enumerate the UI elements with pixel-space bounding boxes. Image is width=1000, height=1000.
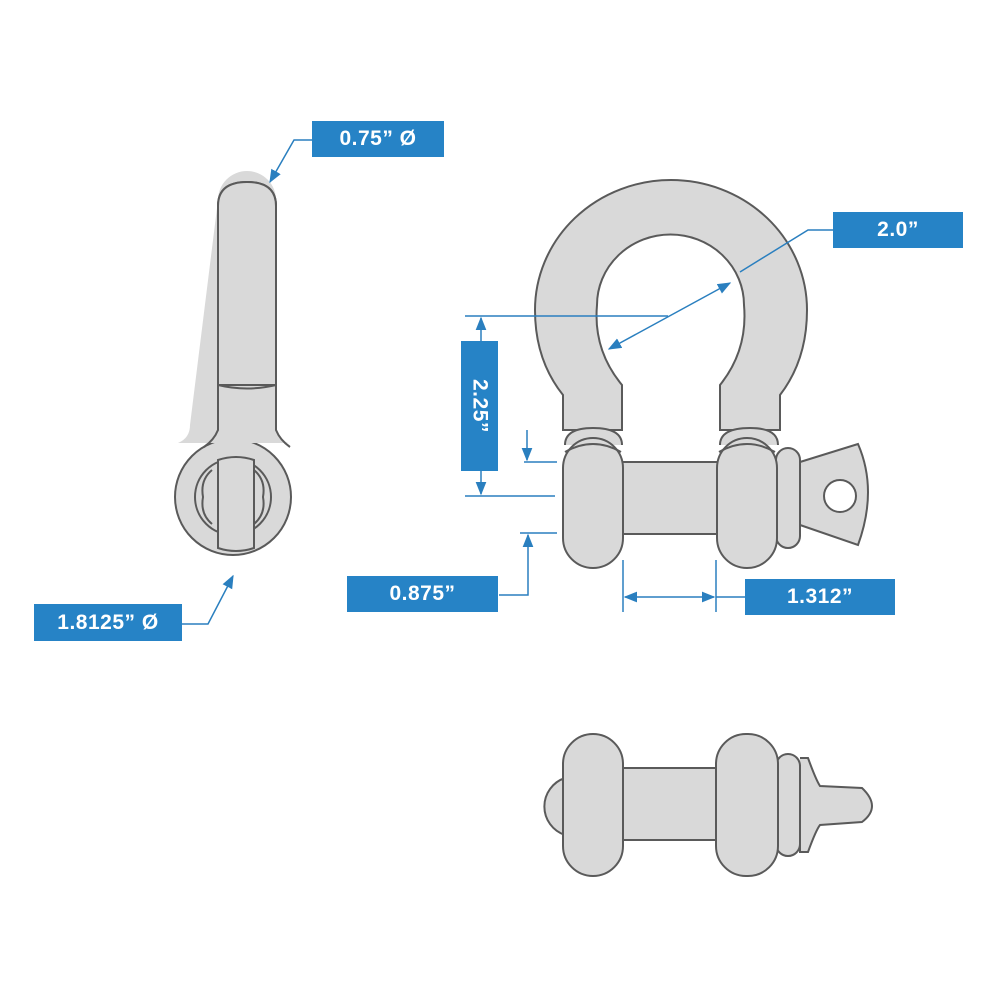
pin-collar [775, 447, 801, 549]
label-bow-width: 2.0” [833, 212, 963, 248]
label-body-diameter: 0.875” [347, 576, 498, 612]
leader-body-diameter [499, 533, 534, 596]
pin-end-dome [543, 776, 566, 837]
bow [533, 179, 809, 431]
pin-tip [799, 757, 873, 853]
pin-left-lug [562, 733, 624, 877]
label-eye-diameter: 1.8125” Ø [34, 604, 182, 641]
leader-pin-diameter [269, 139, 312, 184]
left-lug [562, 437, 624, 569]
pin-body [619, 767, 721, 841]
dimension-lines [181, 139, 834, 625]
pin-tab-hole [823, 479, 857, 513]
label-inside-width: 1.312” [745, 579, 895, 615]
label-pin-diameter: 0.75” Ø [312, 121, 444, 157]
dim-bow-width [607, 282, 732, 350]
side-shank [217, 180, 277, 386]
pin-collar-bottom [775, 753, 801, 857]
label-inside-length: 2.25” [461, 341, 498, 471]
leader-bow-width [739, 229, 834, 273]
side-view [174, 171, 292, 556]
pin-right-lug [715, 733, 779, 877]
front-view [533, 179, 869, 569]
right-lug [716, 437, 778, 569]
pin-shaft [619, 461, 721, 535]
leader-eye-diameter [181, 574, 234, 625]
side-pin-head [217, 456, 255, 552]
pin-view [543, 733, 873, 877]
